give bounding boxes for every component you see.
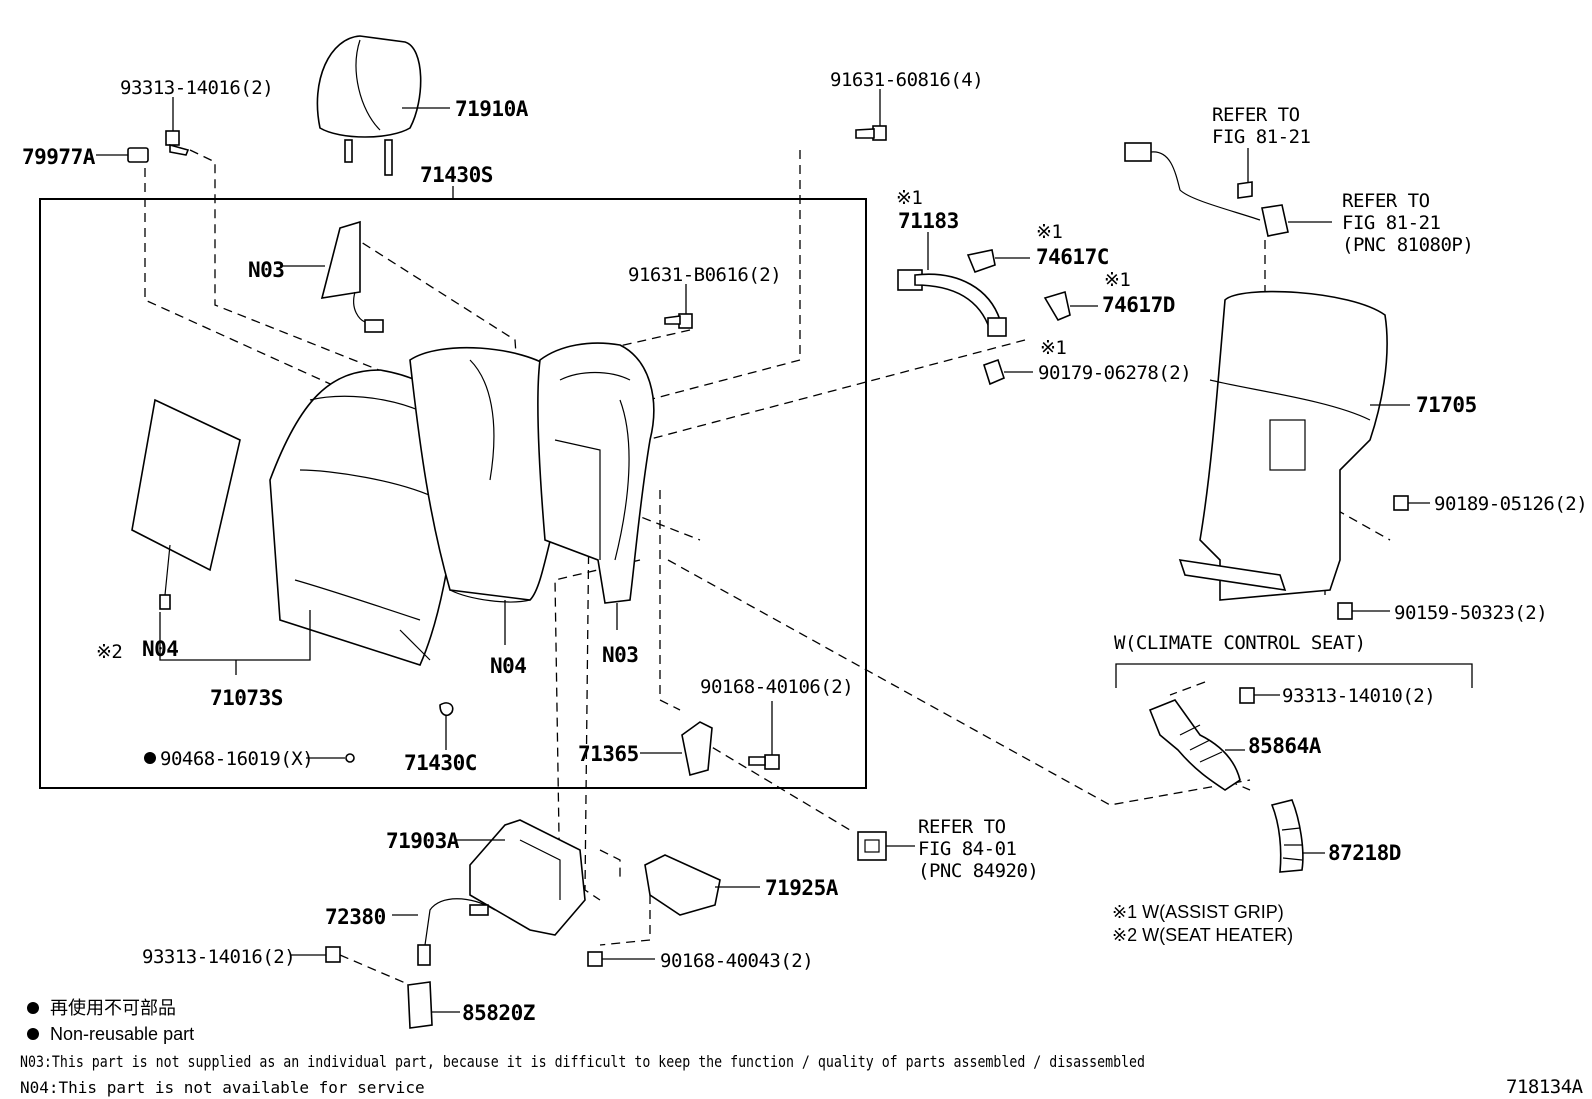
bolt-91631-B0616 [664,284,693,329]
ref-right-line2: FIG 81-21 [1342,212,1441,234]
label-71183-mark: ※1 [896,187,922,209]
bolt-90168-40043 [587,951,655,967]
legend-en: Non-reusable part [50,1024,194,1044]
nonreusable-dot [144,752,156,764]
headrest-71910A [316,35,450,176]
ref-bottom-line2: FIG 84-01 [918,838,1017,860]
ref-top-line1: REFER TO [1212,104,1300,126]
bolt-90168-40106 [748,701,780,770]
label-71430C: 71430C [404,751,477,775]
label-71073S: 71073S [210,686,283,710]
diagram-id: 718134A [1506,1076,1584,1098]
cap-74617C [966,249,1030,274]
label-90179-mark: ※1 [1040,337,1066,359]
ref-right-line1: REFER TO [1342,190,1430,212]
bolt-90189-05126 [1393,495,1430,511]
duct-85864A [1148,699,1245,791]
label-N03-top: N03 [248,258,284,282]
switch-85820Z [407,981,460,1029]
label-90468-16019: 90468-16019(X) [160,748,313,770]
footnote-2: ※2 W(SEAT HEATER) [1112,925,1293,945]
bolt-91631-60816 [855,89,887,141]
bracket-71925A [644,854,760,916]
assist-grip-71183 [897,232,1007,337]
label-71925A: 71925A [765,876,839,900]
label-N04-left: N04 [142,637,178,661]
clip-71430C [439,702,454,750]
label-90189-05126: 90189-05126(2) [1434,493,1587,515]
label-90179-06278: 90179-06278(2) [1038,362,1191,384]
ref-right-line3: (PNC 81080P) [1342,234,1473,256]
nut-90179-06278 [983,358,1033,386]
bolt-90159-50323 [1337,602,1390,620]
label-74617C-mark: ※1 [1036,221,1062,243]
bolt-93313-14010 [1239,687,1280,704]
label-93313-14016-bottom: 93313-14016(2) [142,946,295,968]
label-90168-40106: 90168-40106(2) [700,676,853,698]
note-N04: N04:This part is not available for servi… [20,1078,425,1097]
label-72380: 72380 [325,905,386,929]
label-74617D: 74617D [1102,293,1175,317]
side-airbag-N03 [280,220,384,333]
seat-heater-pad [131,398,241,610]
cover-71365 [640,721,713,777]
footnote-1: ※1 W(ASSIST GRIP) [1112,902,1284,922]
ref-top-line2: FIG 81-21 [1212,126,1311,148]
legend-jp: 再使用不可部品 [50,998,176,1018]
legend-dot-jp [27,1002,39,1014]
label-74617C: 74617C [1036,245,1109,269]
label-90159-50323: 90159-50323(2) [1394,602,1547,624]
clip-79977A [96,147,149,163]
label-91631-60816: 91631-60816(4) [830,69,983,91]
label-71705: 71705 [1416,393,1477,417]
duct-87218D [1270,799,1325,873]
ref-bottom-line3: (PNC 84920) [918,860,1038,882]
label-N04-mid: N04 [490,654,526,678]
ref-bottom-line1: REFER TO [918,816,1006,838]
cap-74617D [1043,290,1098,322]
label-mark2: ※2 [96,641,122,663]
label-71365: 71365 [578,742,639,766]
harness-ref-81-21 [1124,142,1332,237]
label-85864A: 85864A [1248,734,1322,758]
label-90168-40043: 90168-40043(2) [660,950,813,972]
label-91631-B0616: 91631-B0616(2) [628,264,781,286]
label-85820Z: 85820Z [462,1001,535,1025]
label-climate-group: W(CLIMATE CONTROL SEAT) [1114,632,1366,654]
label-71910A: 71910A [455,97,529,121]
label-93313-14016-top: 93313-14016(2) [120,77,273,99]
label-93313-14010: 93313-14010(2) [1282,685,1435,707]
label-71903A: 71903A [386,829,460,853]
cable-72380 [392,898,496,966]
label-N03-mid: N03 [602,643,638,667]
cover-71903A [455,819,586,936]
climate-group-bracket [1115,663,1473,688]
bolt-93313-14016-bottom [290,946,341,963]
legend-dot-en [27,1028,39,1040]
label-71183: 71183 [898,209,959,233]
label-71430S: 71430S [420,163,493,187]
connector-ref-84-01 [857,831,915,861]
note-N03: N03:This part is not supplied as an indi… [20,1052,1145,1071]
bolt-93313-14016-top [165,97,190,156]
label-87218D: 87218D [1328,841,1401,865]
seatback-board-71705 [1178,290,1410,601]
hogring-90468-16019 [306,753,355,763]
seatback-frame-N03 [537,342,655,630]
label-79977A: 79977A [22,145,96,169]
label-74617D-mark: ※1 [1104,269,1130,291]
